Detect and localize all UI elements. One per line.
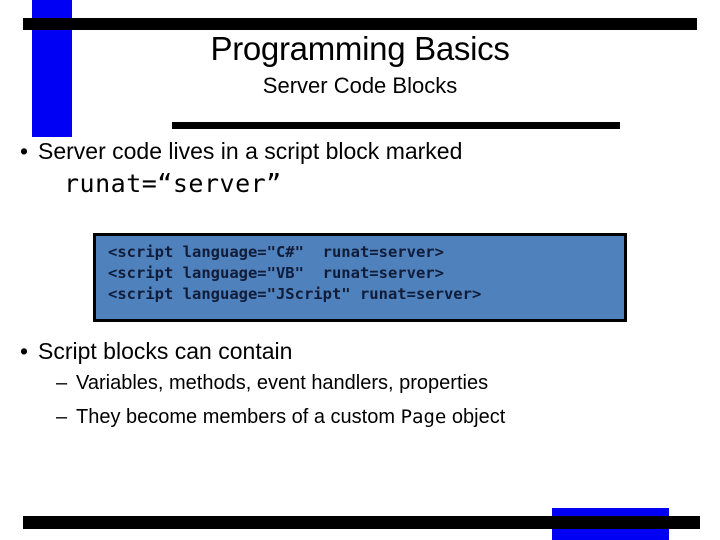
title-underline-rule xyxy=(172,122,620,129)
code-lines: <script language="C#" runat=server> <scr… xyxy=(96,236,624,305)
code-line: <script language="VB" runat=server> xyxy=(108,264,444,282)
sub-bullet-item: – They become members of a custom Page o… xyxy=(0,400,720,434)
bullet-primary-text: Server code lives in a script block mark… xyxy=(38,138,463,164)
page-subtitle: Server Code Blocks xyxy=(262,73,458,98)
dash-marker-icon: – xyxy=(56,406,68,428)
sub-bullet-item: – Variables, methods, event handlers, pr… xyxy=(0,366,720,400)
top-horizontal-rule xyxy=(23,18,697,30)
body-content: • Server code lives in a script block ma… xyxy=(0,136,720,202)
bottom-horizontal-rule xyxy=(23,516,700,529)
bullet-secondary-text: Script blocks can contain xyxy=(38,338,293,364)
bullet-item-primary: • Server code lives in a script block ma… xyxy=(0,136,720,202)
sub-bullet-code-token: Page xyxy=(400,406,447,428)
code-block-panel: <script language="C#" runat=server> <scr… xyxy=(93,233,627,322)
bullet-dot-icon: • xyxy=(20,338,29,364)
body-content-secondary: • Script blocks can contain – Variables,… xyxy=(0,336,720,434)
bullet-dot-icon: • xyxy=(20,138,29,164)
bullet-primary-continuation: runat=“server” xyxy=(64,169,282,198)
code-line: <script language="JScript" runat=server> xyxy=(108,285,482,303)
page-title: Programming Basics xyxy=(210,30,510,67)
sub-bullet-text-prefix: They become members of a custom xyxy=(76,406,401,428)
code-line: <script language="C#" runat=server> xyxy=(108,243,444,261)
sub-bullet-text: Variables, methods, event handlers, prop… xyxy=(76,372,489,394)
sub-bullet-text-suffix: object xyxy=(446,406,506,428)
title-block: Programming Basics Server Code Blocks xyxy=(0,30,720,100)
bullet-item-secondary: • Script blocks can contain xyxy=(0,336,720,366)
dash-marker-icon: – xyxy=(56,372,68,394)
